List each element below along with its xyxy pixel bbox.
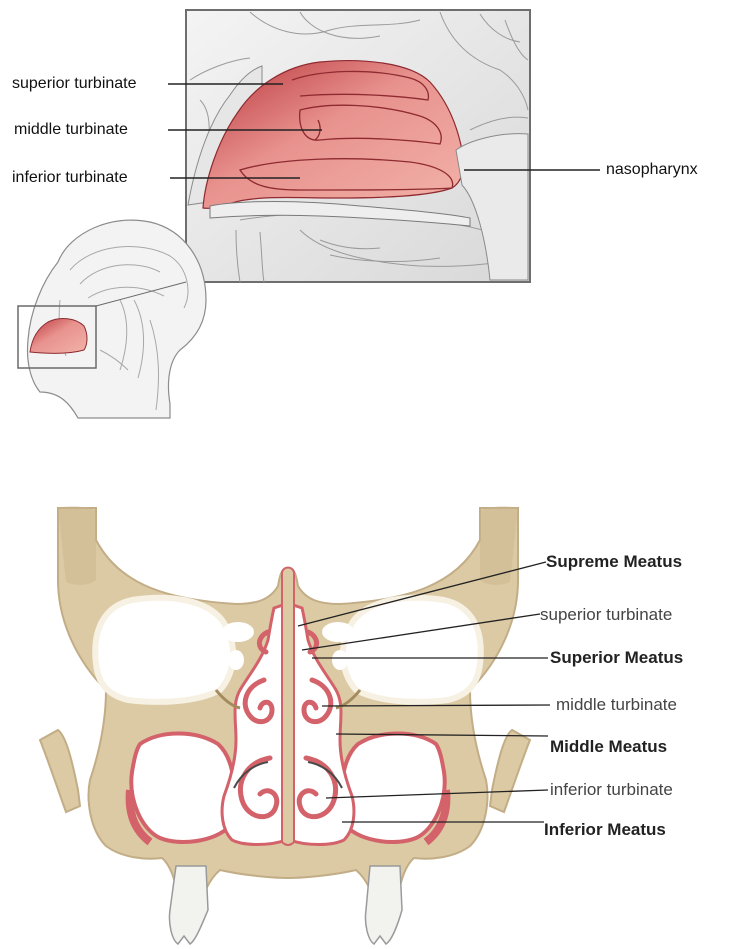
label-middle-meatus: Middle Meatus: [550, 738, 667, 756]
right-zygoma-fragment: [490, 730, 530, 812]
right-orbit: [343, 598, 481, 702]
head-thumbnail: [18, 220, 206, 418]
label-middle-turbinate: middle turbinate: [14, 121, 128, 139]
label-inferior-turbinate: inferior turbinate: [12, 169, 128, 187]
label-middle-turbinate-b: middle turbinate: [556, 696, 677, 714]
right-maxillary-sinus: [342, 734, 445, 843]
left-zygoma-fragment: [40, 730, 80, 812]
label-nasopharynx: nasopharynx: [606, 161, 698, 179]
sagittal-nasal-cavity-panel: [186, 10, 530, 282]
head-outline: [28, 220, 207, 418]
nasal-septum: [282, 568, 294, 846]
right-tooth: [365, 866, 402, 944]
label-supreme-meatus: Supreme Meatus: [546, 553, 682, 571]
label-superior-turbinate-b: superior turbinate: [540, 606, 672, 624]
label-superior-meatus: Superior Meatus: [550, 649, 683, 667]
label-inferior-turbinate-b: inferior turbinate: [550, 781, 673, 799]
label-inferior-meatus: Inferior Meatus: [544, 821, 666, 839]
left-tooth: [169, 866, 208, 944]
left-maxillary-sinus: [131, 734, 234, 843]
coronal-section: [40, 506, 530, 944]
label-superior-turbinate: superior turbinate: [12, 75, 137, 93]
left-orbit: [95, 598, 233, 702]
